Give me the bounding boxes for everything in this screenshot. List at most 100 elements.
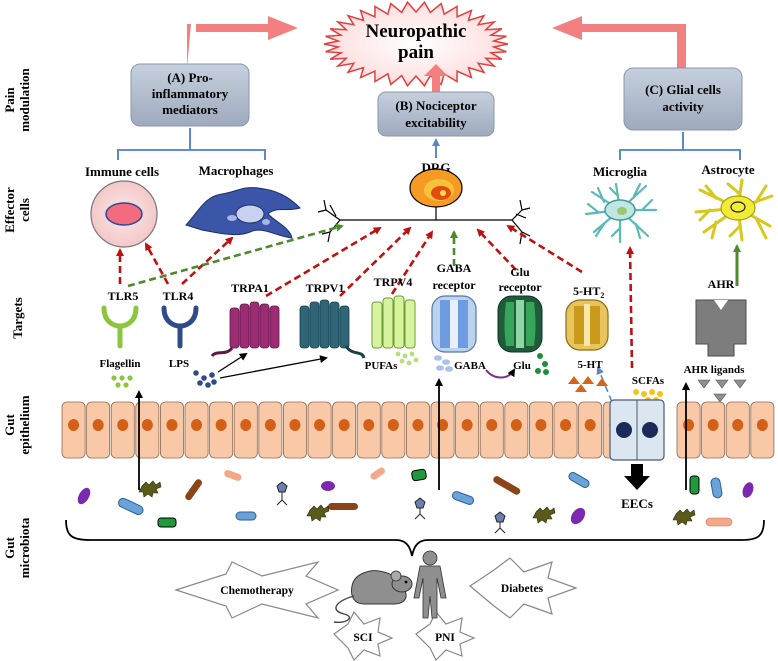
microglia-icon bbox=[584, 182, 658, 244]
box-b-line-1: (B) Nociceptor bbox=[395, 98, 476, 113]
box-b-line-2: excitability bbox=[405, 115, 467, 130]
label-ahr: AHR bbox=[708, 277, 735, 291]
bacterium-green-2 bbox=[411, 468, 427, 482]
label-glu: Glu bbox=[513, 360, 531, 372]
arrow-trpa1-drg bbox=[265, 226, 382, 298]
ahr-ligand-triangles bbox=[697, 379, 747, 403]
human-figure-icon bbox=[413, 550, 447, 619]
blue-brackets bbox=[117, 128, 741, 160]
bacterium-blue-3 bbox=[451, 491, 475, 505]
label-astrocyte: Astrocyte bbox=[701, 162, 754, 177]
epithelial-nucleus bbox=[412, 419, 424, 431]
starburst-shape bbox=[323, 0, 509, 88]
label-5ht2-main: 5-HT bbox=[573, 284, 600, 298]
pink-arrows bbox=[187, 16, 686, 92]
gut-epithelium-layer bbox=[61, 401, 775, 459]
bacterium-peach-2 bbox=[370, 467, 385, 480]
flagellin-dots bbox=[111, 375, 133, 388]
label-eecs: EECs bbox=[621, 496, 653, 511]
box-c-line-1: (C) Glial cells bbox=[645, 82, 721, 97]
arrow-scfas-microglia bbox=[626, 246, 635, 369]
eec-cells bbox=[609, 399, 665, 461]
mouse-icon bbox=[333, 570, 413, 624]
box-b-nociceptor: (B) Nociceptor excitability bbox=[377, 91, 495, 137]
bacterium-brown-1 bbox=[185, 479, 202, 501]
label-gaba-receptor-1: GABA bbox=[437, 261, 472, 275]
label-trpa1: TRPA1 bbox=[231, 281, 269, 295]
phage-3 bbox=[494, 511, 506, 534]
pufas-dots bbox=[395, 351, 419, 366]
eec-down-arrow bbox=[624, 464, 650, 490]
glu-receptor-icon bbox=[497, 295, 543, 353]
label-pufas: PUFAs bbox=[365, 360, 399, 372]
label-gaba: GABA bbox=[454, 360, 486, 372]
epithelial-nucleus bbox=[683, 419, 695, 431]
epithelial-nucleus bbox=[535, 419, 547, 431]
label-tlr5: TLR5 bbox=[108, 289, 139, 303]
epithelial-nucleus bbox=[707, 419, 719, 431]
epithelial-nucleus bbox=[461, 419, 473, 431]
arrow-5ht-5ht2 bbox=[596, 366, 613, 403]
row-label-pain-modulation: Pain modulation bbox=[2, 67, 32, 131]
bacterium-purple-3 bbox=[570, 507, 586, 525]
arrow-gaba-glu-curve bbox=[485, 368, 516, 379]
epithelial-nucleus bbox=[141, 419, 153, 431]
drg-neuron-icon bbox=[317, 168, 531, 245]
bacterium-blue-5 bbox=[710, 477, 723, 499]
label-diabetes: Diabetes bbox=[501, 583, 544, 595]
condition-sci: SCI bbox=[333, 610, 394, 661]
tlr4-icon bbox=[161, 305, 199, 349]
epithelial-nucleus bbox=[486, 419, 498, 431]
label-5ht2-sub: 2 bbox=[600, 291, 604, 300]
bacterium-green-3 bbox=[689, 475, 700, 495]
bacterium-spiky-2 bbox=[306, 504, 330, 522]
label-glu-receptor-1: Glu bbox=[510, 265, 530, 279]
condition-chemotherapy: Chemotherapy bbox=[174, 560, 340, 620]
label-immune-cells: Immune cells bbox=[85, 164, 159, 179]
arrow-tlr4-macrophage bbox=[181, 236, 234, 285]
epithelial-nucleus bbox=[510, 419, 522, 431]
pink-arrow-left bbox=[187, 16, 298, 68]
gut-microbiota bbox=[77, 467, 754, 534]
row-label-microbiota-2: microbiota bbox=[17, 517, 32, 578]
label-sci: SCI bbox=[353, 632, 373, 644]
macrophage-icon bbox=[185, 187, 301, 239]
condition-diabetes: Diabetes bbox=[468, 557, 578, 619]
bacterium-green-1 bbox=[157, 517, 177, 528]
bacterium-brown-3 bbox=[493, 476, 521, 495]
row-label-gut-microbiota: Gut microbiota bbox=[2, 517, 32, 578]
arrow-tlr5-drg bbox=[127, 223, 344, 288]
epithelial-nucleus bbox=[215, 419, 227, 431]
pink-arrow-center bbox=[424, 64, 448, 92]
row-label-pain-modulation-2: modulation bbox=[17, 67, 32, 131]
epithelium-up-arrows bbox=[135, 378, 690, 490]
box-a-line-2: inflammatory bbox=[152, 86, 229, 101]
box-c-line-2: activity bbox=[662, 99, 704, 114]
epithelial-nucleus bbox=[92, 419, 104, 431]
label-microglia: Microglia bbox=[593, 164, 647, 179]
bacterium-blue-2 bbox=[235, 511, 257, 521]
epithelial-nucleus bbox=[289, 419, 301, 431]
diabetes-star bbox=[468, 557, 578, 619]
title-line-1: Neuropathic bbox=[366, 21, 467, 42]
bacterium-purple-1 bbox=[77, 487, 91, 505]
epithelial-nucleus bbox=[732, 419, 744, 431]
phage-1 bbox=[276, 481, 288, 506]
sci-star bbox=[333, 610, 394, 661]
bacterium-brown-2 bbox=[328, 503, 358, 510]
epithelial-nucleus bbox=[584, 419, 596, 431]
arrow-glu-drg bbox=[476, 228, 517, 271]
row-label-effector-cells: Effector cells bbox=[2, 187, 32, 233]
row-label-gut-epithelium: Gut epithelium bbox=[2, 395, 32, 454]
label-ahr-ligands: AHR ligands bbox=[684, 364, 746, 376]
trpv4-icon bbox=[371, 295, 416, 349]
label-macrophages: Macrophages bbox=[199, 163, 274, 178]
5ht2-receptor-icon bbox=[565, 299, 609, 351]
bacterium-purple-2 bbox=[321, 481, 335, 491]
epithelial-nucleus bbox=[314, 419, 326, 431]
row-label-effector-2: cells bbox=[17, 198, 32, 222]
label-5ht: 5-HT bbox=[577, 359, 603, 371]
arrow-lps-trpa1 bbox=[217, 352, 248, 373]
immune-cell-icon bbox=[90, 180, 158, 248]
epithelial-nucleus bbox=[117, 419, 129, 431]
